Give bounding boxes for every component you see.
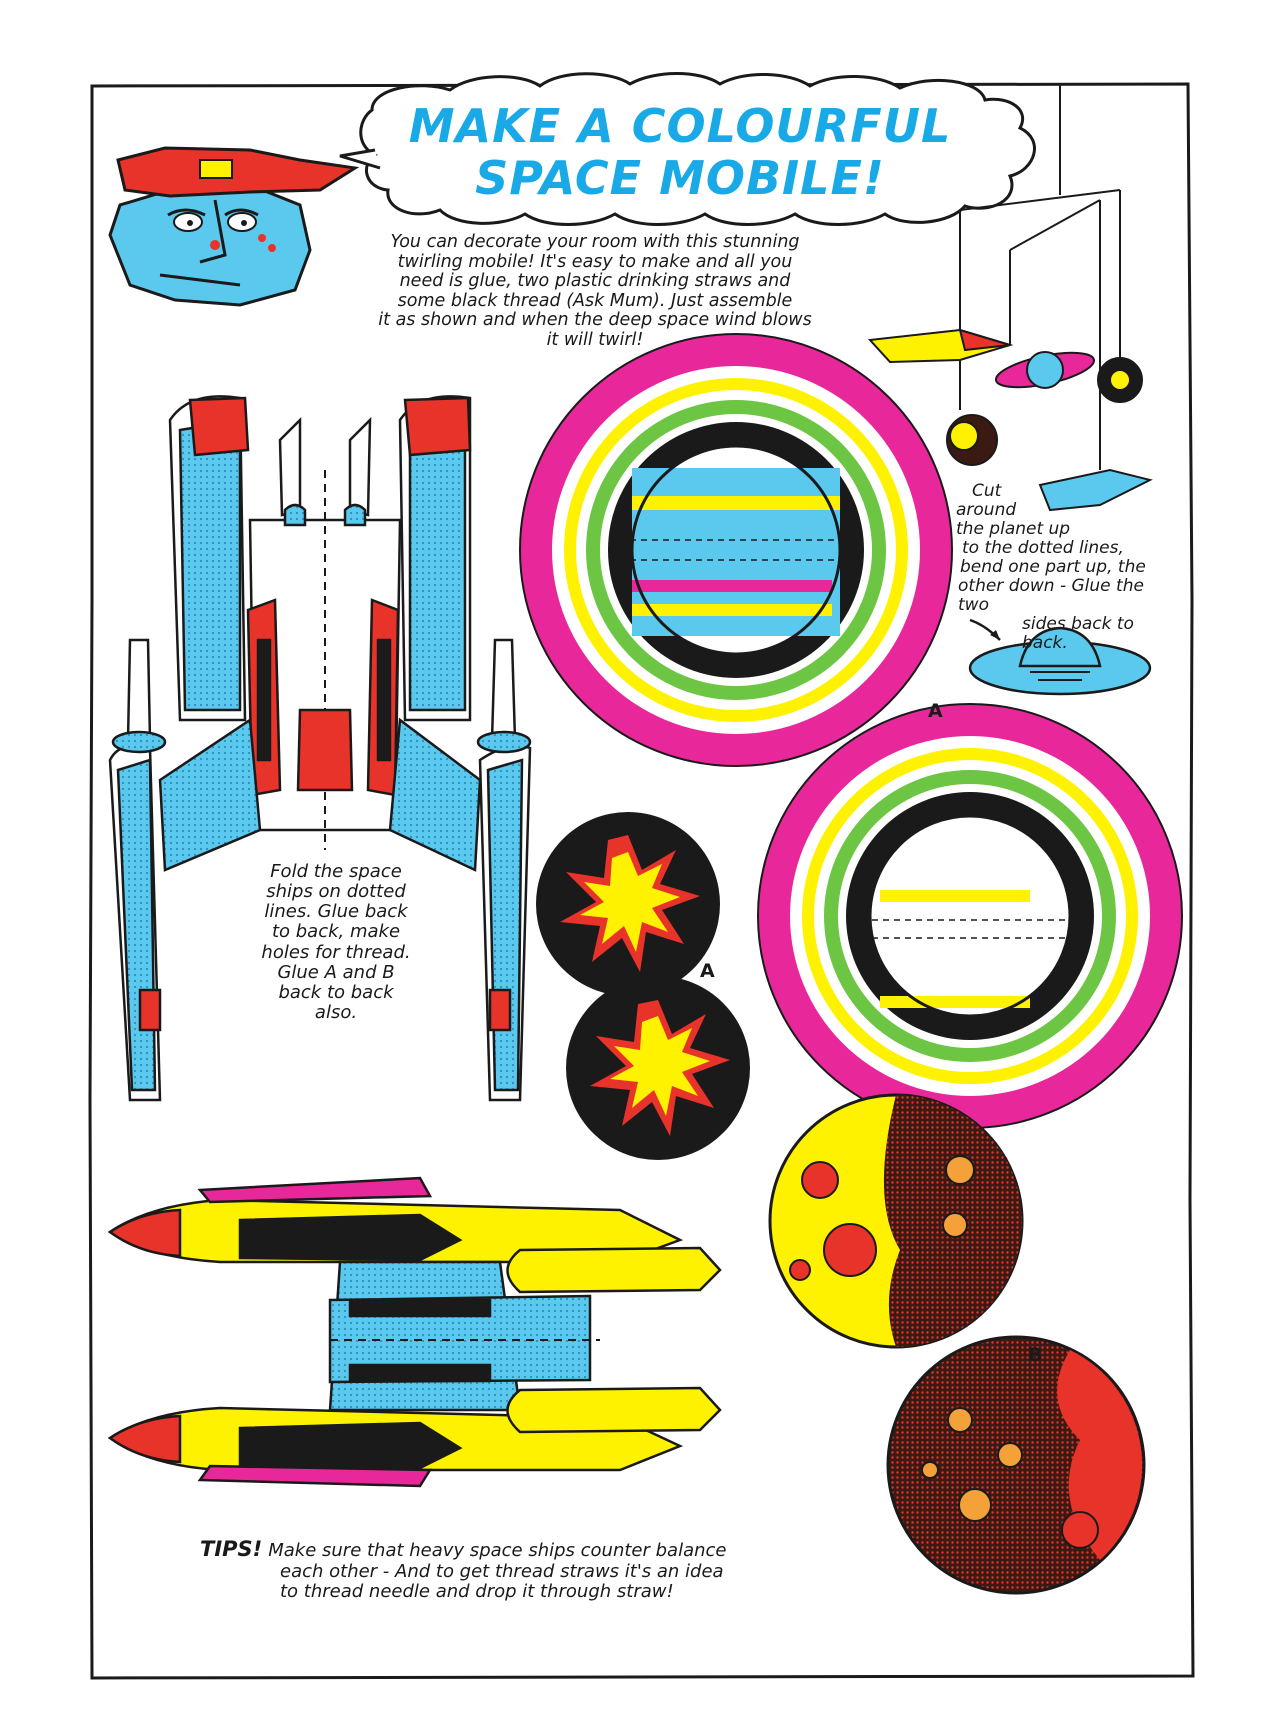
label-a-middle: A [700,960,715,982]
intro-line: it will twirl! [546,329,644,350]
cut-planet-diagram-icon [968,618,1152,696]
ringed-planet-icon-a [519,333,953,767]
cut-line: to the dotted lines, [962,538,1124,559]
tips-line-3: to thread needle and drop it through str… [280,1580,674,1602]
cut-line: sides back to back. [1022,614,1134,654]
intro-line: some black thread (Ask Mum). Just assemb… [397,290,793,311]
speech-bubble-icon [359,72,1036,226]
cut-line: bend one part up, the [960,557,1146,578]
spaceship-icon-horizontal [107,1176,722,1488]
page-title: MAKE A COLOURFUL SPACE MOBILE! [400,100,960,204]
moon-planet-icon-b [886,1335,1146,1595]
sun-disc-icon-a [536,812,720,996]
label-b: B [1028,1344,1043,1366]
tips-line-1-text: Make sure that heavy space ships counter… [268,1540,727,1561]
tips-heading: TIPS! [200,1537,263,1561]
cut-instructions: Cut around the planet up to the dotted l… [940,481,1180,654]
intro-line: You can decorate your room with this stu… [390,232,800,252]
fold-line: ships on dotted [266,881,406,903]
cut-line: Cut [972,481,1002,501]
fold-line: lines. Glue back [264,901,408,923]
mobile-illustration-icon [867,84,1153,512]
label-a-top: A [928,700,943,722]
cut-line: the planet up [956,519,1071,540]
tips-text: TIPS!Make sure that heavy space ships co… [200,1537,840,1602]
tips-line-1: TIPS!Make sure that heavy space ships co… [200,1537,840,1562]
character-head-icon [108,146,360,307]
page-border [88,82,1195,1680]
fold-line: holes for thread. [261,941,411,963]
fold-line: to back, make [271,921,401,943]
intro-line: twirling mobile! It's easy to make and a… [397,251,793,272]
fold-line: also. [314,1002,358,1024]
fold-line: back to back [278,981,394,1003]
spaceship-icon-vertical [108,395,532,1102]
page-title-line1: MAKE A COLOURFUL [408,99,952,153]
intro-line: need is glue, two plastic drinking straw… [399,271,791,292]
page-title-line2: SPACE MOBILE! [475,151,885,205]
fold-instructions: Fold the space ships on dotted lines. Gl… [236,861,436,1024]
fold-line: Glue A and B [277,961,395,983]
intro-line: it as shown and when the deep space wind… [378,310,812,331]
tips-line-2: each other - And to get thread straws it… [280,1560,724,1582]
intro-text: You can decorate your room with this stu… [345,232,845,351]
sun-disc-icon-b [566,976,750,1160]
fold-line: Fold the space [270,861,402,882]
ringed-planet-icon-b [757,703,1183,1129]
cut-line: other down - Glue the two [958,576,1144,616]
moon-planet-icon-a [768,1093,1024,1349]
cut-line: around [956,500,1017,521]
